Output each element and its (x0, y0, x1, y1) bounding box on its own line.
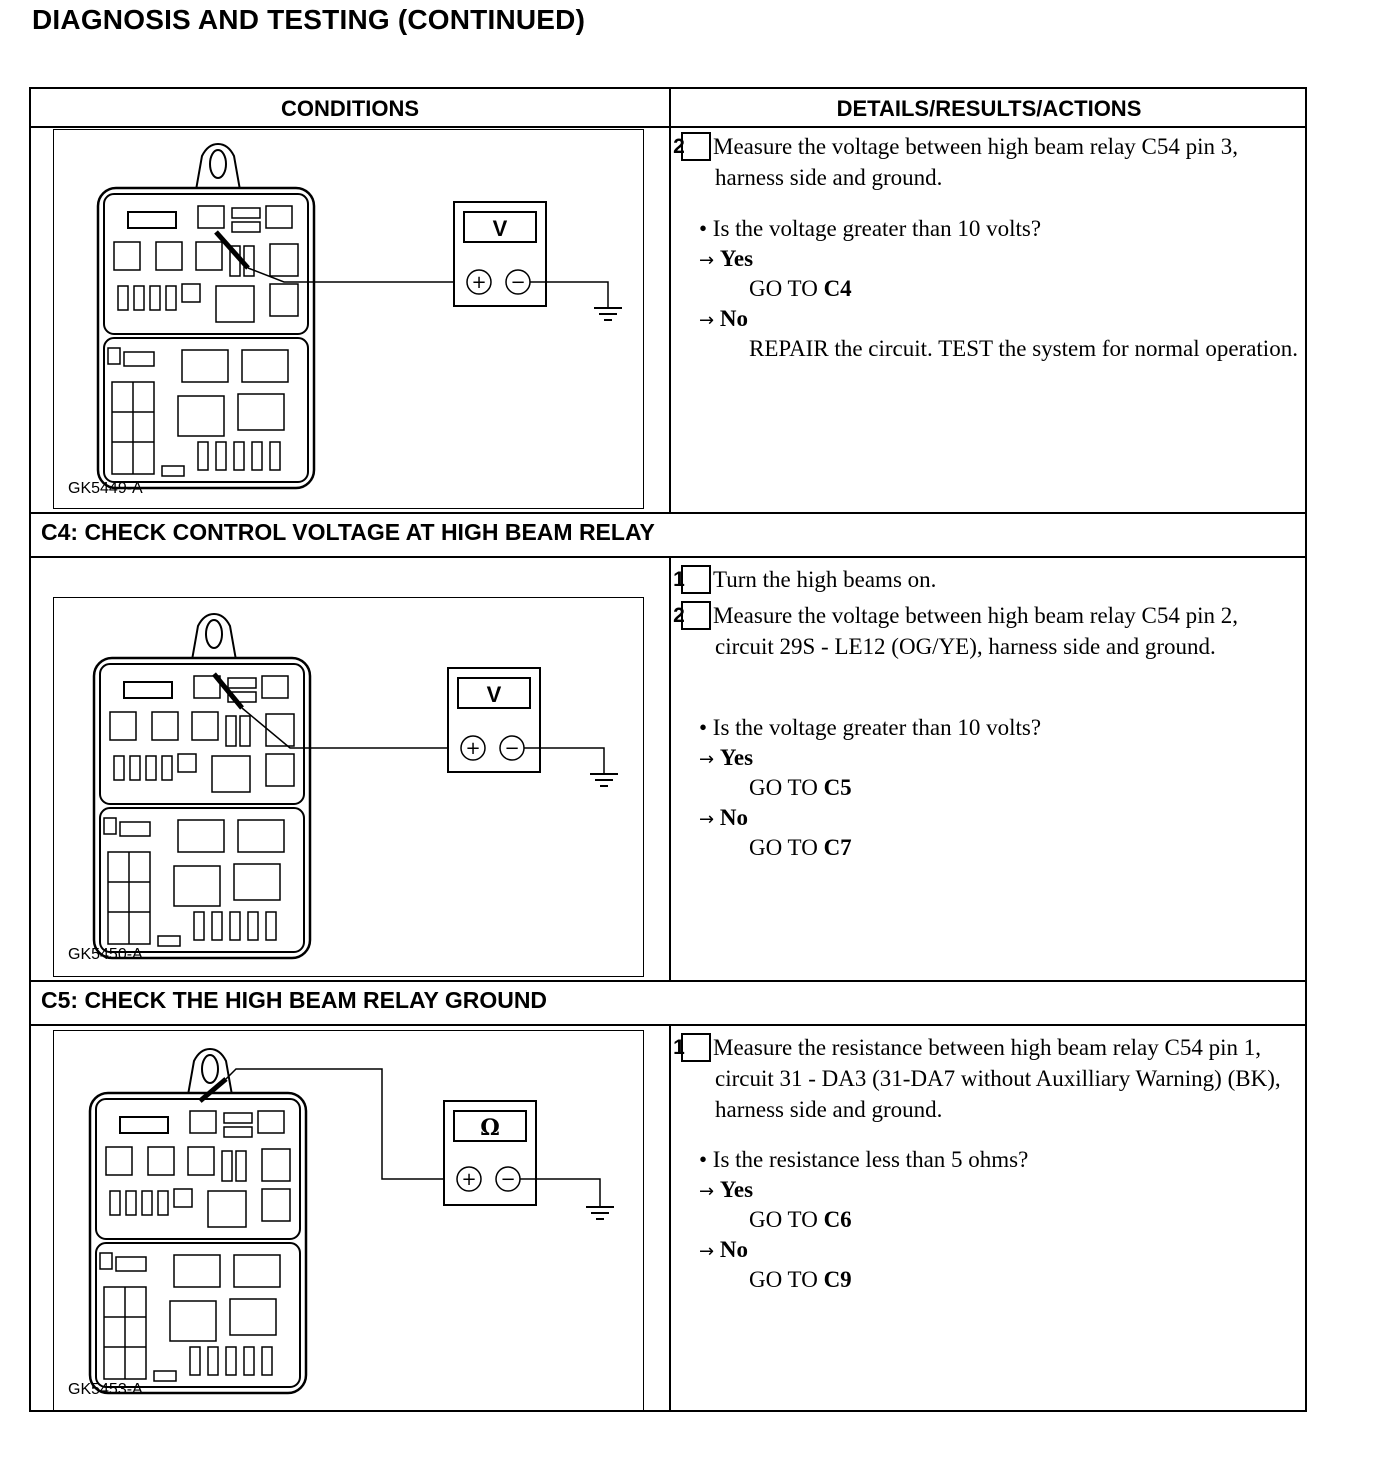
column-divider (669, 1025, 671, 1412)
goto-link[interactable]: C9 (823, 1267, 852, 1292)
header-divider (31, 126, 1305, 128)
plus-sign: + (461, 1169, 476, 1190)
fuse-box-diagram: V + − (92, 612, 618, 960)
meter-display (453, 1110, 527, 1142)
row-divider (31, 512, 1305, 514)
details-header: DETAILS/RESULTS/ACTIONS (836, 96, 1142, 121)
yes-action: GO TO C4 (749, 276, 852, 301)
meter-label: V (487, 682, 502, 707)
test-lead-negative (520, 1178, 601, 1207)
figure-code: GK5449-A (68, 480, 143, 497)
meter-display (457, 677, 531, 709)
probe-lead (212, 672, 244, 710)
conditions-header: CONDITIONS (280, 96, 420, 121)
step-number: 2 (673, 132, 711, 161)
meter-display (463, 211, 537, 243)
row-divider (31, 556, 1305, 558)
fuse-box-diagram: V + − (96, 142, 622, 490)
yes-branch: → Yes (699, 246, 754, 271)
goto-link[interactable]: C5 (823, 775, 852, 800)
section-title-c4: C4: CHECK CONTROL VOLTAGE AT HIGH BEAM R… (41, 519, 655, 545)
no-action: REPAIR the circuit. TEST the system for … (749, 336, 1298, 361)
yes-action: GO TO C6 (749, 1207, 852, 1232)
step-number: 2 (673, 601, 711, 630)
yes-branch: → Yes (699, 1177, 754, 1202)
fuse-box-diagram: Ω + − (88, 1047, 614, 1395)
plus-terminal (456, 1166, 482, 1192)
figure-gk5449: V + − GK5449-A (53, 129, 644, 509)
no-branch: → No (699, 805, 748, 830)
probe-lead (214, 230, 250, 270)
diagnosis-table: CONDITIONS DETAILS/RESULTS/ACTIONS V + −… (29, 87, 1307, 1412)
minus-sign: − (500, 1169, 515, 1190)
no-branch: → No (699, 306, 748, 331)
no-branch: → No (699, 1237, 748, 1262)
meter-label: V (493, 216, 508, 241)
plus-terminal (466, 269, 492, 295)
figure-gk5453: Ω + − GK5453-A (53, 1030, 644, 1411)
page-title: DIAGNOSIS AND TESTING (CONTINUED) (32, 4, 586, 35)
goto-link[interactable]: C7 (823, 835, 852, 860)
row-divider (31, 980, 1305, 982)
ground-icon (594, 307, 622, 321)
test-lead-positive (241, 707, 458, 749)
step-number: 1 (673, 565, 711, 594)
test-lead-positive (247, 267, 464, 283)
no-action: GO TO C9 (749, 1267, 852, 1292)
figure-code: GK5453-A (68, 1381, 143, 1398)
step-number: 1 (673, 1033, 711, 1062)
minus-sign: − (510, 272, 525, 293)
plus-sign: + (471, 272, 486, 293)
goto-link[interactable]: C4 (823, 276, 852, 301)
question: • Is the voltage greater than 10 volts? (699, 715, 1042, 740)
figure-gk5450: V + − GK5450-A (53, 597, 644, 977)
test-lead-negative (530, 281, 609, 308)
step-text: Measure the resistance between high beam… (713, 1035, 1281, 1122)
plus-terminal (460, 735, 486, 761)
test-lead-positive (225, 1068, 454, 1180)
goto-link[interactable]: C6 (823, 1207, 852, 1232)
ground-icon (590, 773, 618, 787)
question: • Is the resistance less than 5 ohms? (699, 1147, 1029, 1172)
column-divider (669, 89, 671, 512)
step-text: Measure the voltage between high beam re… (713, 134, 1239, 190)
yes-action: GO TO C5 (749, 775, 852, 800)
probe-lead (198, 1077, 228, 1103)
minus-sign: − (504, 738, 519, 759)
column-divider (669, 557, 671, 980)
plus-sign: + (465, 738, 480, 759)
ground-icon (586, 1206, 614, 1220)
step-text: Turn the high beams on. (713, 567, 937, 592)
test-lead-negative (524, 747, 605, 774)
step-text: Measure the voltage between high beam re… (713, 603, 1239, 659)
section-title-c5: C5: CHECK THE HIGH BEAM RELAY GROUND (41, 987, 548, 1013)
yes-branch: → Yes (699, 745, 754, 770)
meter-label: Ω (480, 1115, 500, 1141)
figure-code: GK5450-A (68, 946, 143, 963)
no-action: GO TO C7 (749, 835, 852, 860)
row-divider (31, 1024, 1305, 1026)
question: • Is the voltage greater than 10 volts? (699, 216, 1042, 241)
